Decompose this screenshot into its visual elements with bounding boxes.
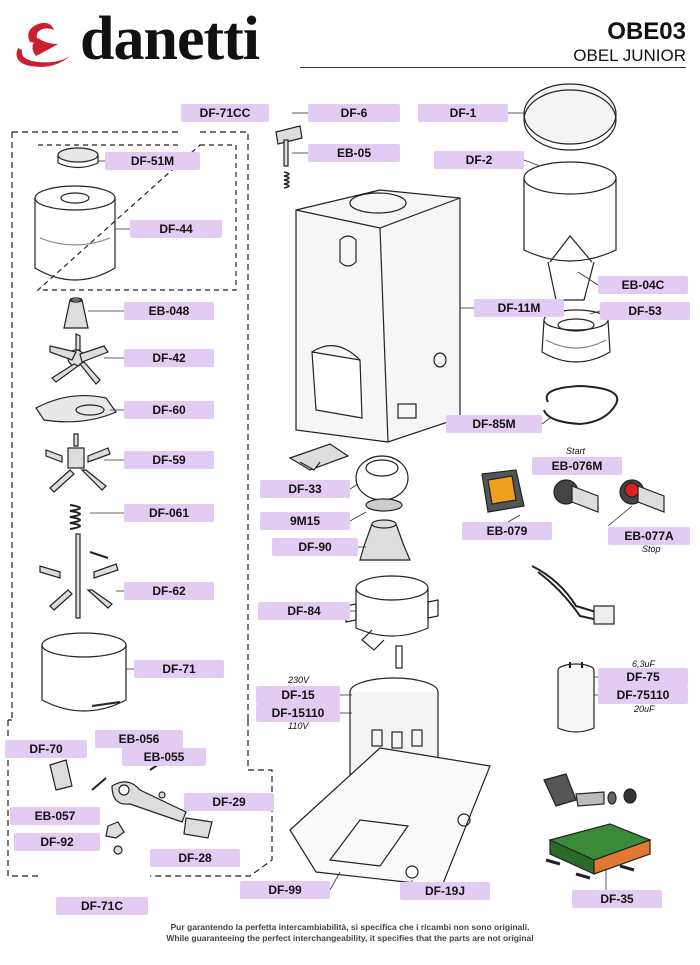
- label-df-62: DF-62: [124, 582, 214, 600]
- label-df-35: DF-35: [572, 890, 662, 908]
- hopper-lid-icon: [523, 83, 617, 151]
- brand-name: danetti: [80, 5, 260, 73]
- label-eb-056: EB-056: [95, 730, 183, 748]
- label-df-061: DF-061: [124, 504, 214, 522]
- note-110v: 110V: [288, 721, 309, 731]
- label-eb-05: EB-05: [308, 144, 400, 162]
- logo-swirl-icon: [16, 22, 70, 67]
- label-eb-055: EB-055: [122, 748, 206, 766]
- label-9m15: 9M15: [260, 512, 350, 530]
- label-df-11m: DF-11M: [474, 299, 564, 317]
- label-eb-077a: EB-077A: [608, 527, 690, 545]
- stop-button-icon: [619, 479, 665, 513]
- label-df-1: DF-1: [418, 104, 508, 122]
- label-eb-076m: EB-076M: [532, 457, 622, 475]
- label-df-28: DF-28: [150, 849, 240, 867]
- label-df-2: DF-2: [434, 151, 524, 169]
- model-name: OBEL JUNIOR: [573, 46, 686, 65]
- logo: [8, 10, 80, 72]
- label-df-42: DF-42: [124, 349, 214, 367]
- note-230v: 230V: [288, 675, 310, 685]
- label-df-70: DF-70: [5, 740, 87, 758]
- grinding-chamber-icon: [345, 575, 439, 651]
- label-df-53: DF-53: [600, 302, 690, 320]
- label-df-75110: DF-75110: [598, 686, 688, 704]
- capacitor-icon: [557, 662, 595, 733]
- dosing-disc-icon: [35, 394, 117, 423]
- label-df-92: DF-92: [14, 833, 100, 851]
- label-df-71: DF-71: [134, 660, 224, 678]
- label-df-84: DF-84: [258, 602, 350, 620]
- burr-carrier-icon: [359, 519, 411, 561]
- label-df-85m: DF-85M: [446, 415, 542, 433]
- label-eb-079: EB-079: [462, 522, 552, 540]
- nozzle-icon: [63, 297, 89, 329]
- label-df-90: DF-90: [272, 538, 358, 556]
- label-eb-057: EB-057: [10, 807, 100, 825]
- doser-chamber-icon: [41, 632, 127, 712]
- start-button-icon: [553, 479, 599, 513]
- label-df-6: DF-6: [308, 104, 400, 122]
- note-stop: Stop: [642, 544, 661, 554]
- header-rule: [300, 67, 686, 68]
- shaft-star-icon: [39, 533, 119, 619]
- star-wheel-icon: [49, 333, 109, 385]
- base-plate-icon: [289, 747, 491, 887]
- model-code: OBE03: [607, 18, 686, 45]
- small-hopper-icon: [34, 185, 116, 281]
- burr-set-icon: [355, 455, 409, 512]
- label-df-29: DF-29: [184, 793, 274, 811]
- note-cap-20: 20uF: [634, 704, 655, 714]
- hopper-lid-small-icon: [57, 147, 99, 169]
- coffee-hopper-icon: [523, 161, 617, 301]
- circuit-board-icon: [545, 823, 652, 880]
- adjust-knob-icon: [275, 125, 303, 189]
- label-df-71cc: DF-71CC: [181, 104, 269, 122]
- label-df-33: DF-33: [260, 480, 350, 498]
- label-df-71c: DF-71C: [56, 897, 148, 915]
- label-eb-048: EB-048: [124, 302, 214, 320]
- dosing-star-icon: [45, 433, 111, 493]
- label-df-51m: DF-51M: [105, 152, 200, 170]
- adjustment-ring-icon: [541, 309, 611, 363]
- footer-note-en: While guaranteeing the perfect interchan…: [166, 933, 534, 943]
- cable-icon: [531, 565, 615, 625]
- fork-bracket-icon: [288, 443, 350, 471]
- spring-icon: [69, 504, 81, 530]
- note-start: Start: [566, 446, 586, 456]
- label-df-15: DF-15: [256, 686, 340, 704]
- micro-switch-icon: [543, 773, 637, 807]
- label-df-75: DF-75: [598, 668, 688, 686]
- label-df-44: DF-44: [130, 220, 222, 238]
- label-df-19j: DF-19J: [400, 882, 490, 900]
- label-df-59: DF-59: [124, 451, 214, 469]
- clip-ring-icon: [543, 384, 619, 426]
- note-cap-6-3: 6,3uF: [632, 659, 656, 669]
- label-df-60: DF-60: [124, 401, 214, 419]
- label-df-15110: DF-15110: [256, 704, 340, 722]
- label-eb-04c: EB-04C: [598, 276, 688, 294]
- footer-note-it: Pur garantendo la perfetta intercambiabi…: [170, 922, 530, 932]
- label-df-99: DF-99: [240, 881, 330, 899]
- rocker-switch-icon: [481, 469, 525, 513]
